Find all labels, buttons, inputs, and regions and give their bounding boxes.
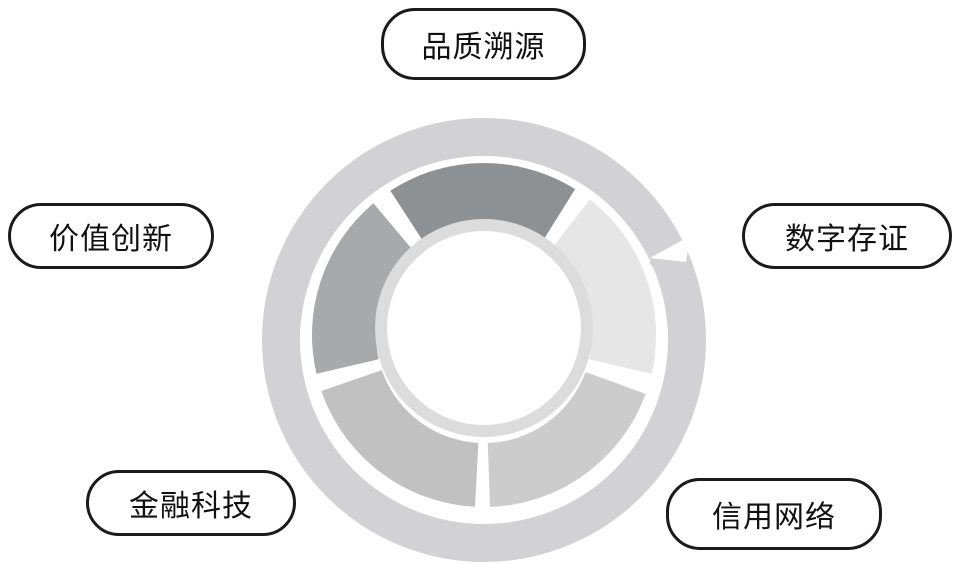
outer-ring xyxy=(262,118,706,562)
segment-right xyxy=(550,199,656,374)
cycle-arrow-notch xyxy=(650,236,690,262)
segment-top xyxy=(390,163,576,245)
label-digital-evidence: 数字存证 xyxy=(742,203,952,269)
label-value-innovation: 价值创新 xyxy=(8,203,214,269)
label-credit-network: 信用网络 xyxy=(666,478,882,550)
segment-left xyxy=(312,203,415,374)
label-quality-traceability: 品质溯源 xyxy=(381,8,586,80)
cycle-arrow-head xyxy=(649,262,688,300)
segment-bottom-left xyxy=(321,370,479,507)
segment-bottom-right xyxy=(487,371,646,507)
label-fintech: 金融科技 xyxy=(86,470,296,536)
inner-ring xyxy=(375,219,593,437)
